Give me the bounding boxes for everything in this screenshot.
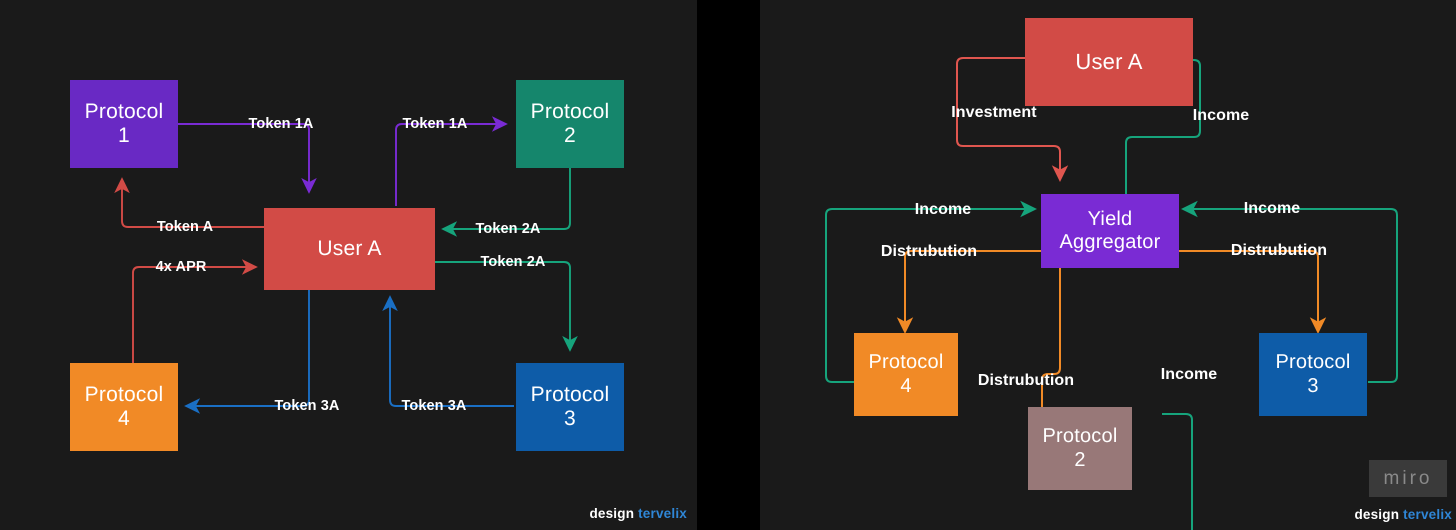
edge-label-income-p3: Income <box>1243 200 1301 217</box>
node-title: Protocol <box>530 99 610 123</box>
node-yield-aggregator[interactable]: Yield Aggregator <box>1041 194 1179 268</box>
node-title: Protocol <box>84 99 164 123</box>
credit-brand-text: tervelix <box>1403 507 1452 522</box>
edge-path-token2a-p2-to-user <box>441 167 571 237</box>
edge-path-token2a-user-to-p3 <box>435 261 578 352</box>
node-user-a[interactable]: User A <box>1025 18 1193 106</box>
node-protocol-3[interactable]: Protocol 3 <box>1259 333 1367 416</box>
node-subtitle: 1 <box>118 124 130 147</box>
node-subtitle: 4 <box>900 374 912 397</box>
node-title: Protocol <box>1275 351 1351 374</box>
yield-aggregator-panel: User A Yield Aggregator Protocol 4 Proto… <box>760 0 1456 530</box>
node-protocol-2[interactable]: Protocol 2 <box>1028 407 1132 490</box>
node-protocol-3[interactable]: Protocol 3 <box>516 363 624 451</box>
credit-design-text: design <box>589 506 635 521</box>
node-title: Yield <box>1087 207 1133 230</box>
edge-path-token1a-user-to-p2 <box>395 116 508 206</box>
edge-label-token1a-p1-to-user: Token 1A <box>248 115 314 132</box>
edge-label-distrib-p4: Distrubution <box>880 243 978 260</box>
edge-label-token1a-user-to-p2: Token 1A <box>402 115 468 132</box>
edge-label-distrib-p3: Distrubution <box>1230 242 1328 259</box>
node-subtitle: 3 <box>1307 374 1319 397</box>
edge-label-token3a-user-to-p4: Token 3A <box>274 397 340 414</box>
edge-path-distrib-p3 <box>1178 250 1327 334</box>
edge-label-token2a-p2-to-user: Token 2A <box>475 220 541 237</box>
node-title: User A <box>317 236 382 260</box>
edge-path-distrib-p4 <box>896 250 1041 334</box>
credit-brand-text: tervelix <box>638 506 687 521</box>
edge-path-token1a-p1-to-user <box>178 123 317 194</box>
edge-path-token3a-p3-to-user <box>382 295 514 407</box>
edge-path-income-p2 <box>1162 413 1193 530</box>
edge-path-token3a-user-to-p4 <box>184 290 310 414</box>
edge-label-token2a-user-to-p3: Token 2A <box>480 253 546 270</box>
node-subtitle: 2 <box>564 124 576 147</box>
node-protocol-4[interactable]: Protocol 4 <box>70 363 178 451</box>
node-subtitle: 4 <box>118 407 130 430</box>
edge-label-investment: Investment <box>951 104 1037 121</box>
edge-label-token3a-p3-to-user: Token 3A <box>401 397 467 414</box>
edge-label-tokena-user-to-p1: Token A <box>156 218 214 235</box>
edge-label-distrib-p2: Distrubution <box>977 372 1075 389</box>
node-protocol-4[interactable]: Protocol 4 <box>854 333 958 416</box>
panel-separator <box>697 0 760 530</box>
credit-right: design tervelix <box>1354 507 1452 522</box>
node-title: User A <box>1075 49 1143 75</box>
edge-label-income-to-user: Income <box>1192 107 1250 124</box>
node-user-a[interactable]: User A <box>264 208 435 290</box>
node-protocol-1[interactable]: Protocol 1 <box>70 80 178 168</box>
node-title: Protocol <box>868 351 944 374</box>
credit-design-text: design <box>1354 507 1400 522</box>
edge-label-income-p4: Income <box>914 201 972 218</box>
credit-left: design tervelix <box>589 506 687 521</box>
miro-watermark: miro <box>1369 460 1447 497</box>
node-subtitle: Aggregator <box>1059 231 1161 253</box>
node-title: Protocol <box>1042 425 1118 448</box>
node-subtitle: 2 <box>1074 448 1086 471</box>
node-protocol-2[interactable]: Protocol 2 <box>516 80 624 168</box>
node-title: Protocol <box>530 382 610 406</box>
edge-path-4xapr-p4-to-user <box>132 259 258 364</box>
node-title: Protocol <box>84 382 164 406</box>
edge-label-4xapr-p4-to-user: 4x APR <box>155 258 207 275</box>
edge-label-income-p2: Income <box>1160 366 1218 383</box>
token-flow-panel: Protocol 1 Protocol 2 Protocol 3 Protoco… <box>0 0 697 530</box>
node-subtitle: 3 <box>564 407 576 430</box>
